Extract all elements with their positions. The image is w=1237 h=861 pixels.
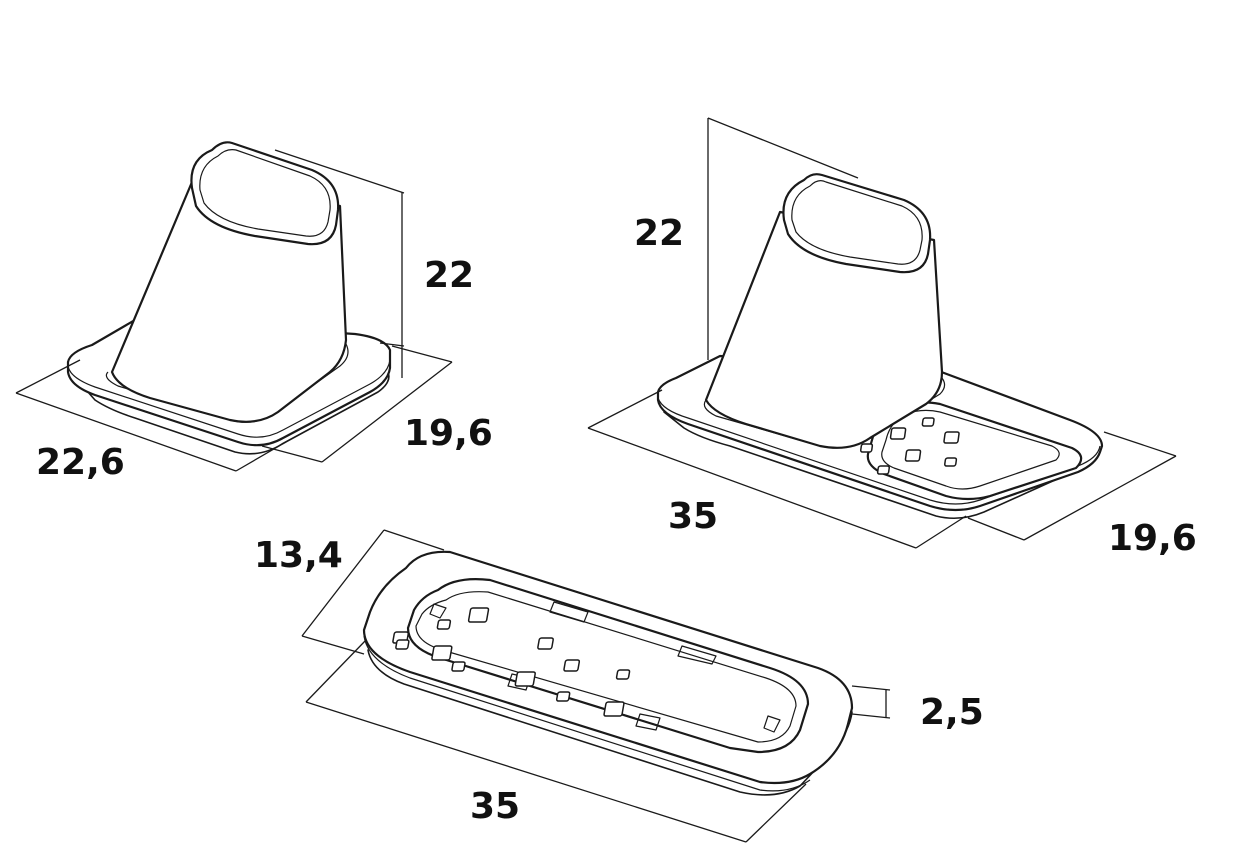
tray-dimensions: 13,4 35 2,5 (254, 529, 984, 843)
tray-insert (415, 591, 797, 743)
tray-height-label: 2,5 (920, 692, 984, 733)
holder-small-base-bottom (79, 371, 390, 455)
holder-small-width-line (15, 392, 237, 472)
holder-with-tray-width-label: 35 (668, 496, 718, 537)
holder-small-top-inner (199, 149, 331, 237)
holder-with-tray-depth-ext-front (967, 517, 1025, 541)
holder-with-tray-depth-line (1023, 455, 1177, 541)
tray-clip (635, 713, 661, 731)
holder-with-tray-depth-ext-back (1103, 431, 1177, 457)
tray-width-line (305, 701, 747, 843)
insert-hole (921, 417, 935, 427)
insert-hole (889, 427, 907, 440)
holder-small-height-ext-top (274, 149, 405, 194)
tray-hole (431, 645, 453, 661)
tray-clip (677, 645, 717, 665)
holder-small-top-opening (190, 141, 340, 246)
tray-hole (436, 619, 452, 630)
tray-hole (514, 671, 536, 687)
tray-width-ext-right (745, 783, 807, 843)
insert-hole (876, 465, 891, 475)
holder-with-tray-insert-holes (859, 417, 960, 475)
holder-with-tray-tray-recess (866, 401, 1083, 501)
tray-hole (563, 659, 581, 672)
tray-recess (406, 578, 810, 754)
holder-with-tray-body (704, 210, 944, 449)
holder-small-depth-line (321, 361, 453, 463)
tray-height-ext-bottom (851, 713, 891, 719)
insert-hole (904, 449, 922, 462)
insert-hole (859, 443, 874, 453)
holder-small-width-label: 22,6 (36, 442, 125, 483)
tray-hole (603, 701, 625, 717)
holder-small-width-ext-right (235, 441, 287, 472)
holder-small (66, 141, 392, 455)
tray-hole (451, 661, 466, 672)
tray-depth-line (301, 529, 385, 637)
tray-hole (555, 691, 571, 702)
tray-holes (392, 607, 631, 717)
holder-small-dimensions: 22 22,6 19,6 (15, 149, 493, 483)
tray-clip (763, 715, 781, 733)
holder-small-depth-ext-back (391, 345, 453, 363)
holder-with-tray-height-ext-top (707, 117, 859, 179)
holder-with-tray-top-inner (791, 180, 923, 265)
insert-hole (943, 431, 960, 444)
tray-width-ext-left (305, 639, 367, 703)
holder-with-tray (656, 173, 1104, 520)
insert-hole (944, 457, 958, 467)
tray-clip (429, 603, 447, 619)
holder-with-tray-width-line (587, 427, 917, 549)
tray-hole (467, 607, 490, 623)
tray-height-ext-top (851, 685, 891, 691)
tray-width-label: 35 (470, 786, 520, 827)
holder-with-tray-base-edge (657, 397, 1101, 505)
tray-clip (549, 601, 589, 623)
tray-depth-ext-front (301, 635, 365, 655)
tray-depth-ext-back (383, 529, 445, 551)
holder-with-tray-top-opening (782, 173, 932, 274)
tray (362, 550, 854, 796)
holder-with-tray-height-label: 22 (634, 213, 684, 254)
holder-small-depth-label: 19,6 (404, 413, 493, 454)
holder-small-height-ext-bottom (379, 342, 405, 347)
holder-small-base-edge (67, 359, 391, 438)
holder-with-tray-tray-insert (881, 409, 1060, 490)
tray-depth-label: 13,4 (254, 535, 343, 576)
holder-with-tray-depth-label: 19,6 (1108, 518, 1197, 559)
holder-small-width-ext-left (15, 359, 81, 394)
tray-hole (537, 637, 554, 650)
holder-small-height-label: 22 (424, 255, 474, 296)
tray-outer-edge (363, 635, 811, 792)
holder-with-tray-width-ext-right (915, 515, 967, 549)
tray-hole (395, 639, 410, 650)
tray-hole (615, 669, 631, 680)
holder-small-depth-ext-front (261, 445, 323, 463)
holder-with-tray-dimensions: 22 35 19,6 (587, 117, 1197, 559)
holder-with-tray-width-ext-left (587, 389, 663, 429)
